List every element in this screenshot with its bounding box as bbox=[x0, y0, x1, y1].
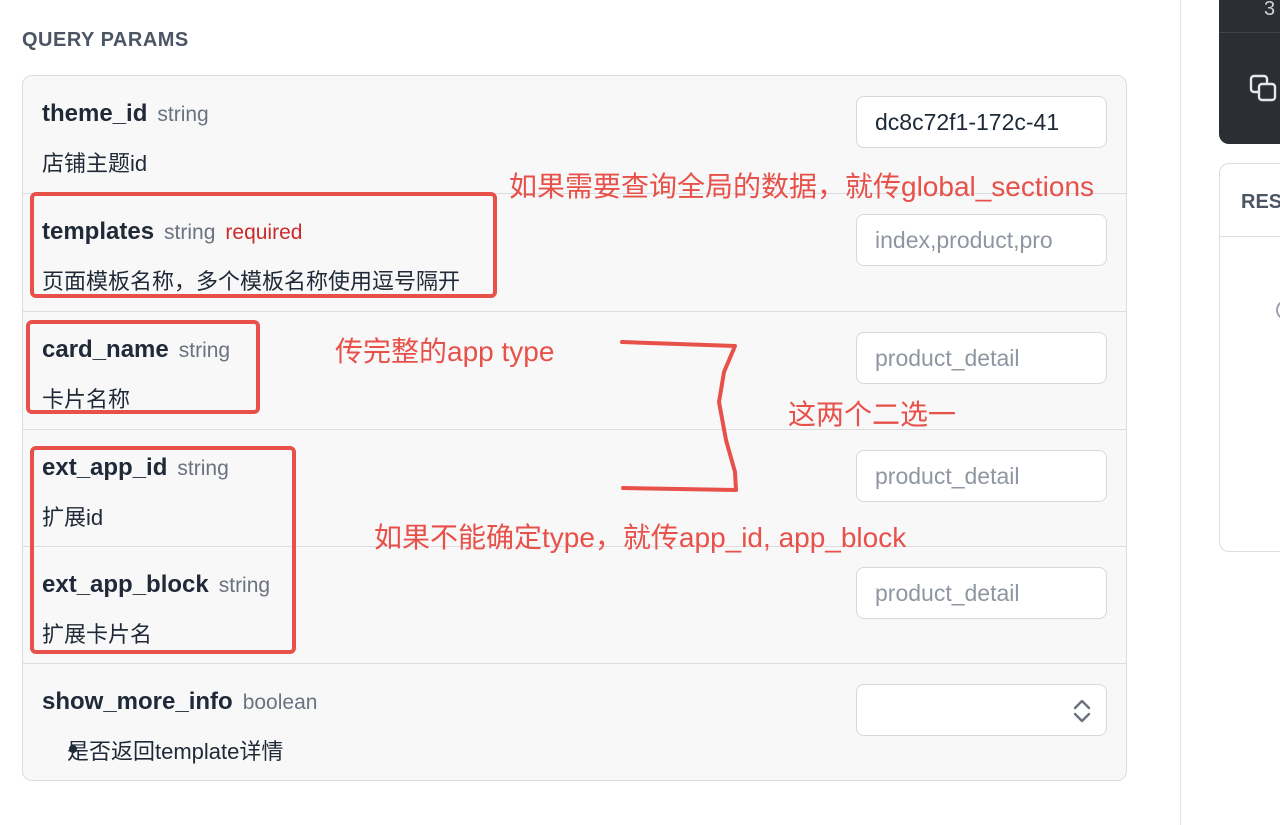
param-type: string bbox=[164, 221, 216, 244]
param-description: 页面模板名称，多个模板名称使用逗号隔开 bbox=[42, 269, 461, 294]
param-row-ext-app-block: ext_app_block string 扩展卡片名 bbox=[23, 547, 1126, 664]
column-divider bbox=[1180, 0, 1181, 825]
ext-app-id-input[interactable] bbox=[856, 450, 1107, 502]
param-row-ext-app-id: ext_app_id string 扩展id bbox=[23, 430, 1126, 547]
param-type: string bbox=[177, 457, 229, 480]
annotation-app-type-note: 传完整的app type bbox=[335, 336, 555, 367]
param-type: string bbox=[178, 339, 231, 362]
param-description: 卡片名称 bbox=[42, 387, 131, 412]
param-name: theme_id bbox=[42, 100, 148, 127]
param-name: card_name bbox=[42, 336, 169, 363]
required-badge: required bbox=[225, 221, 303, 244]
param-description: 扩展卡片名 bbox=[42, 622, 153, 647]
param-row-show-more-info: show_more_info boolean 是否返回template详情 bbox=[23, 664, 1126, 780]
param-type: boolean bbox=[242, 691, 318, 714]
param-description: 是否返回template详情 bbox=[67, 739, 284, 764]
templates-input[interactable] bbox=[856, 214, 1107, 266]
query-params-card: theme_id string 店铺主题id templates string … bbox=[22, 75, 1127, 781]
response-label: RES bbox=[1241, 191, 1280, 213]
theme-id-input[interactable] bbox=[856, 96, 1107, 148]
param-name: show_more_info bbox=[42, 688, 233, 715]
show-more-info-select[interactable] bbox=[856, 684, 1107, 736]
param-name: ext_app_block bbox=[42, 571, 209, 598]
param-row-theme-id: theme_id string 店铺主题id bbox=[23, 76, 1126, 194]
ext-app-block-input[interactable] bbox=[856, 567, 1107, 619]
code-example-panel: 3 bbox=[1219, 0, 1280, 144]
param-name: templates bbox=[42, 218, 155, 245]
panel-divider bbox=[1219, 32, 1280, 33]
annotation-global-note: 如果需要查询全局的数据，就传global_sections bbox=[509, 171, 1095, 202]
annotation-box-card-name bbox=[26, 320, 260, 414]
param-name: ext_app_id bbox=[42, 454, 168, 481]
annotation-choose-one-note: 这两个二选一 bbox=[788, 399, 957, 430]
code-line-number: 3 bbox=[1264, 0, 1276, 20]
param-type: string bbox=[218, 574, 271, 597]
response-card: RES bbox=[1219, 163, 1280, 552]
copy-icon[interactable] bbox=[1249, 74, 1279, 104]
param-description: 店铺主题id bbox=[42, 151, 148, 176]
annotation-box-templates bbox=[30, 192, 497, 298]
param-row-card-name: card_name string 卡片名称 bbox=[23, 312, 1126, 430]
section-title: QUERY PARAMS bbox=[22, 29, 189, 51]
annotation-fallback-note: 如果不能确定type，就传app_id, app_block bbox=[374, 522, 907, 553]
response-bracket-icon bbox=[1276, 300, 1280, 320]
chevron-updown-icon bbox=[1073, 699, 1091, 723]
bullet-dot bbox=[69, 745, 77, 753]
response-divider bbox=[1220, 236, 1280, 237]
param-type: string bbox=[157, 103, 209, 126]
param-row-templates: templates string required 页面模板名称，多个模板名称使… bbox=[23, 194, 1126, 312]
param-description: 扩展id bbox=[42, 505, 104, 530]
annotation-box-ext-app bbox=[30, 446, 296, 654]
card-name-input[interactable] bbox=[856, 332, 1107, 384]
